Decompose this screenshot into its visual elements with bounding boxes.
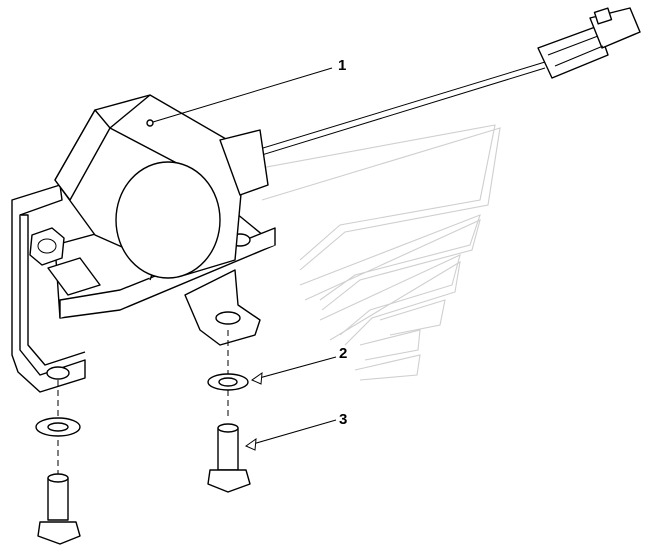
callout-3: 3	[339, 411, 347, 428]
hex-nut	[29, 227, 65, 266]
cable-connector	[249, 7, 641, 159]
watermark-logo	[249, 124, 501, 381]
right-fasteners	[207, 330, 251, 493]
leader-lines	[152, 67, 337, 451]
left-fasteners	[35, 380, 81, 545]
callout-2: 2	[339, 345, 347, 362]
sensor-body	[54, 94, 269, 281]
callout-1: 1	[338, 57, 346, 74]
